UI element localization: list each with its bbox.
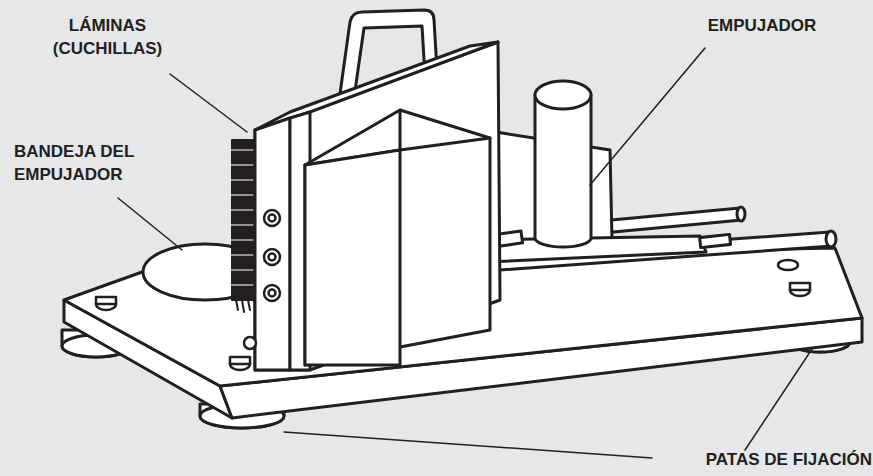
frame-nuts	[244, 210, 280, 349]
leader-lines	[118, 48, 812, 458]
part-label: LÁMINAS (CUCHILLAS)	[40, 14, 175, 60]
pusher	[470, 81, 731, 262]
part-label: BANDEJA DEL EMPUJADOR	[14, 140, 164, 186]
guard	[305, 110, 490, 365]
part-label: PATAS DE FIJACIÓN	[660, 448, 872, 471]
part-label: EMPUJADOR	[662, 14, 862, 37]
blade-frame	[255, 42, 500, 370]
